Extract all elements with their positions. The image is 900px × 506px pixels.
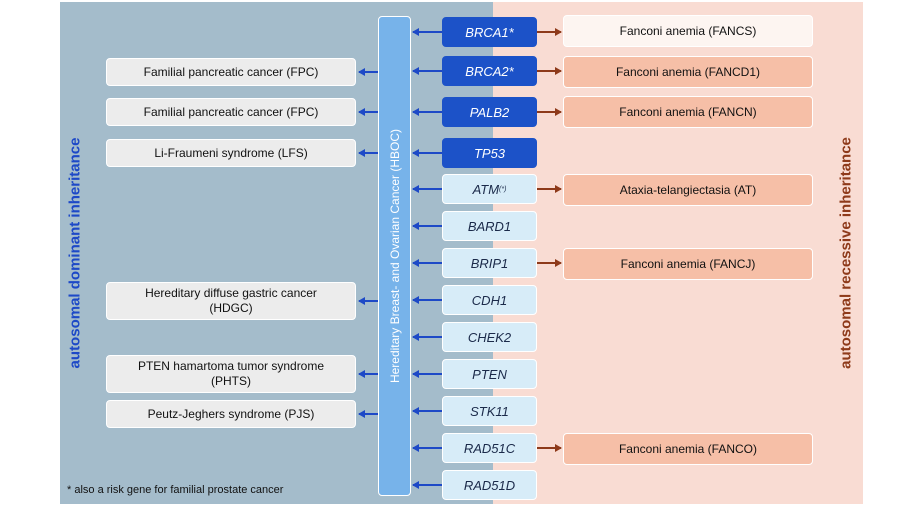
gene-name: STK11 (470, 403, 509, 419)
dominant-syndrome-hdgc: Hereditary diffuse gastric cancer (HDGC) (106, 282, 356, 320)
gene-chek2: CHEK2 (442, 322, 537, 352)
gene-name: TP53 (473, 145, 506, 161)
dominant-syndrome-phts: PTEN hamartoma tumor syndrome (PHTS) (106, 355, 356, 393)
recessive-syndrome-fanco: Fanconi anemia (FANCO) (563, 433, 813, 465)
gene-cdh1: CDH1 (442, 285, 537, 315)
gene-name: BARD1 (467, 218, 512, 234)
gene-brip1: BRIP1 (442, 248, 537, 278)
gene-mark: * (508, 63, 514, 79)
hboc-bar (378, 16, 411, 496)
gene-brca1: BRCA1* (442, 17, 537, 47)
gene-brca2: BRCA2* (442, 56, 537, 86)
recessive-syndrome-fancj: Fanconi anemia (FANCJ) (563, 248, 813, 280)
gene-name: CDH1 (471, 292, 508, 308)
gene-bard1: BARD1 (442, 211, 537, 241)
gene-rad51c: RAD51C (442, 433, 537, 463)
recessive-syndrome-at: Ataxia-telangiectasia (AT) (563, 174, 813, 206)
footnote: * also a risk gene for familial prostate… (67, 484, 284, 496)
gene-name: PTEN (472, 366, 507, 382)
gene-name: BRCA2 (465, 63, 509, 79)
gene-palb2: PALB2 (442, 97, 537, 127)
dominant-syndrome-fpc: Familial pancreatic cancer (FPC) (106, 58, 356, 86)
gene-tp53: TP53 (442, 138, 537, 168)
recessive-syndrome-fancs: Fanconi anemia (FANCS) (563, 15, 813, 47)
gene-mark: (*) (499, 185, 507, 193)
gene-name: PALB2 (469, 104, 510, 120)
dominant-syndrome-lfs: Li-Fraumeni syndrome (LFS) (106, 139, 356, 167)
recessive-syndrome-fancn: Fanconi anemia (FANCN) (563, 96, 813, 128)
gene-name: BRIP1 (470, 255, 509, 271)
gene-name: RAD51D (463, 477, 516, 493)
gene-atm: ATM(*) (442, 174, 537, 204)
gene-name: ATM (472, 181, 500, 197)
gene-mark: * (508, 24, 514, 40)
recessive-syndrome-fancd1: Fanconi anemia (FANCD1) (563, 56, 813, 88)
gene-name: CHEK2 (467, 329, 512, 345)
gene-pten: PTEN (442, 359, 537, 389)
gene-name: BRCA1 (465, 24, 509, 40)
dominant-syndrome-fpc: Familial pancreatic cancer (FPC) (106, 98, 356, 126)
gene-stk11: STK11 (442, 396, 537, 426)
gene-rad51d: RAD51D (442, 470, 537, 500)
gene-name: RAD51C (463, 440, 516, 456)
dominant-syndrome-pjs: Peutz-Jeghers syndrome (PJS) (106, 400, 356, 428)
